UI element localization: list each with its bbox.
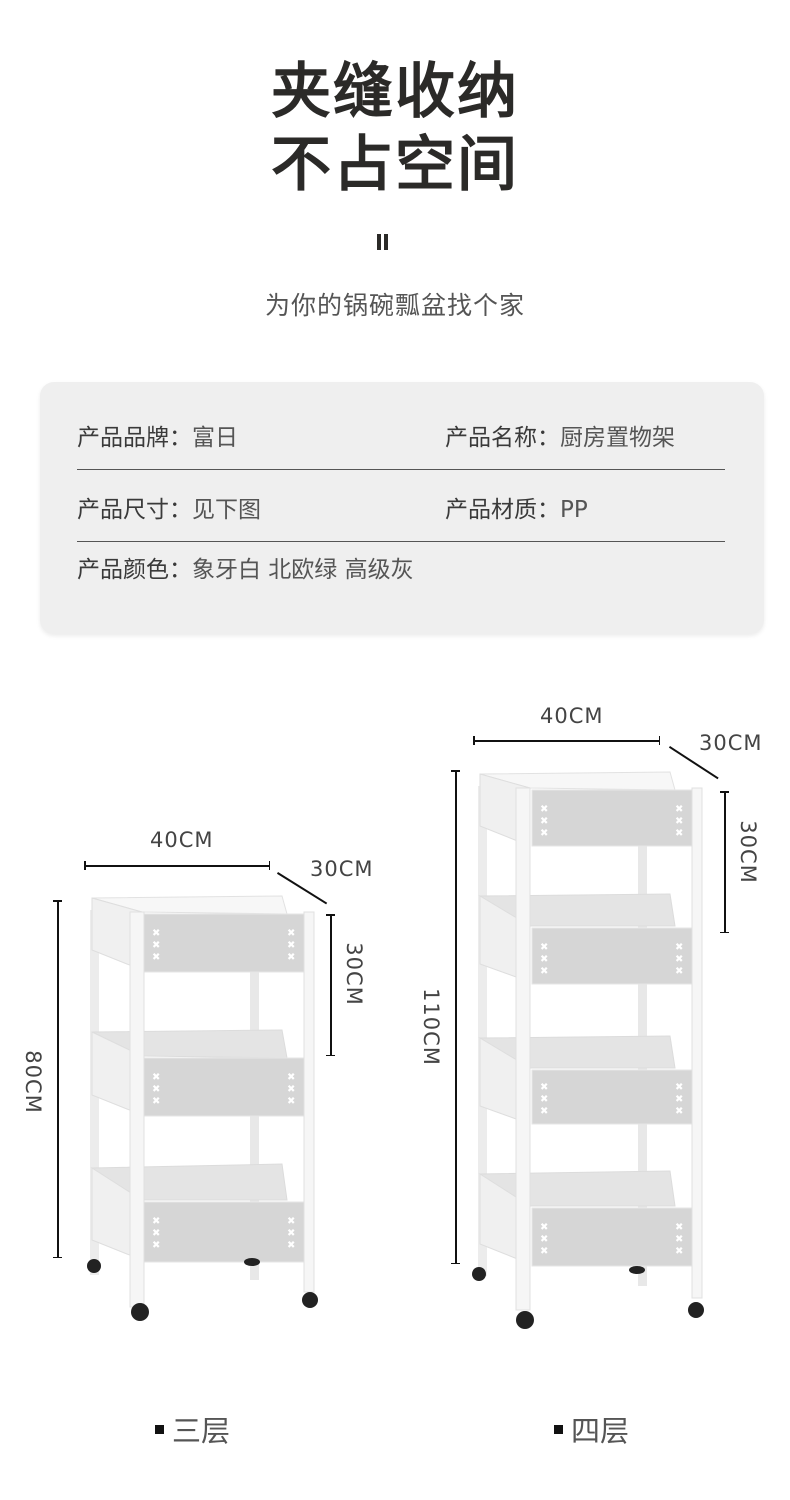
svg-text:✖: ✖ (675, 828, 683, 839)
headline-line-2: 不占空间 (271, 130, 519, 200)
svg-text:✖: ✖ (675, 966, 683, 977)
svg-text:✖: ✖ (152, 940, 160, 951)
spec-row: 产品颜色：象牙白 北欧绿 高级灰 (77, 550, 725, 620)
svg-text:✖: ✖ (287, 1216, 295, 1227)
svg-text:✖: ✖ (152, 1072, 160, 1083)
svg-text:✖: ✖ (152, 1228, 160, 1239)
svg-text:✖: ✖ (540, 1106, 548, 1117)
spec-label: 产品颜色： (77, 557, 192, 583)
spec-value: 厨房置物架 (560, 425, 675, 451)
spec-color: 产品颜色：象牙白 北欧绿 高级灰 (77, 550, 414, 584)
svg-text:✖: ✖ (287, 952, 295, 963)
spec-row: 产品尺寸：见下图 产品材质：PP (77, 472, 725, 542)
svg-text:✖: ✖ (540, 954, 548, 965)
svg-text:✖: ✖ (675, 1094, 683, 1105)
product-name: 三层 (172, 1414, 231, 1448)
svg-text:✖: ✖ (287, 1240, 295, 1251)
spec-card: 产品品牌：富日 产品名称：厨房置物架 产品尺寸：见下图 产品材质：PP 产品颜色… (40, 382, 764, 634)
total-height-dimension-line (452, 770, 459, 1264)
square-bullet-icon (155, 1424, 164, 1434)
svg-text:✖: ✖ (675, 1222, 683, 1233)
total-height-label-3tier: 80CM (20, 1050, 45, 1114)
svg-text:✖: ✖ (152, 1084, 160, 1095)
svg-text:✖: ✖ (540, 966, 548, 977)
spec-value: PP (560, 497, 588, 523)
svg-text:✖: ✖ (152, 928, 160, 939)
spec-label: 产品尺寸： (77, 497, 192, 523)
svg-text:✖: ✖ (675, 942, 683, 953)
spec-value: 见下图 (192, 497, 261, 523)
headline-line-1: 夹缝收纳 (271, 57, 519, 127)
product-label-3tier: 三层 (155, 1408, 230, 1450)
svg-text:✖: ✖ (675, 954, 683, 965)
svg-text:✖: ✖ (287, 940, 295, 951)
svg-text:✖: ✖ (287, 1228, 295, 1239)
svg-text:✖: ✖ (287, 1072, 295, 1083)
four-tier-rack-image: ✖✖✖ ✖✖✖ ✖✖✖ ✖✖✖ ✖✖✖ ✖✖✖ ✖✖✖ ✖✖✖ (472, 771, 704, 1329)
svg-text:✖: ✖ (540, 804, 548, 815)
tier-height-dimension-line (721, 791, 728, 933)
svg-text:✖: ✖ (152, 952, 160, 963)
spec-label: 产品品牌： (77, 425, 192, 451)
product-label-4tier: 四层 (554, 1408, 629, 1450)
square-bullet-icon (554, 1424, 563, 1434)
svg-text:✖: ✖ (287, 1084, 295, 1095)
svg-text:✖: ✖ (675, 1246, 683, 1257)
svg-text:✖: ✖ (152, 1240, 160, 1251)
svg-text:✖: ✖ (287, 1096, 295, 1107)
total-height-label-4tier: 110CM (418, 988, 443, 1066)
width-label-3tier: 40CM (150, 828, 214, 852)
svg-text:✖: ✖ (540, 1082, 548, 1093)
svg-text:✖: ✖ (540, 1234, 548, 1245)
spec-material: 产品材质：PP (445, 490, 588, 524)
spec-value: 象牙白 北欧绿 高级灰 (192, 557, 414, 583)
tier-height-label-3tier: 30CM (341, 942, 366, 1006)
width-label-4tier: 40CM (540, 704, 604, 728)
svg-text:✖: ✖ (540, 828, 548, 839)
svg-text:✖: ✖ (675, 1082, 683, 1093)
three-tier-rack-image: ✖✖✖ ✖✖✖ ✖✖✖ ✖✖✖ ✖✖✖ ✖✖✖ (87, 895, 318, 1321)
spec-label: 产品名称： (445, 425, 560, 451)
depth-label-3tier: 30CM (310, 857, 374, 881)
spec-value: 富日 (192, 425, 238, 451)
svg-text:✖: ✖ (540, 1246, 548, 1257)
divider (77, 469, 725, 470)
spec-name: 产品名称：厨房置物架 (445, 418, 675, 452)
svg-text:✖: ✖ (675, 804, 683, 815)
svg-text:✖: ✖ (152, 1216, 160, 1227)
spec-label: 产品材质： (445, 497, 560, 523)
product-name: 四层 (571, 1414, 630, 1448)
spec-brand: 产品品牌：富日 (77, 418, 238, 452)
svg-text:✖: ✖ (675, 816, 683, 827)
svg-text:✖: ✖ (675, 1234, 683, 1245)
width-dimension-line (473, 737, 660, 744)
spec-row: 产品品牌：富日 产品名称：厨房置物架 (77, 400, 725, 470)
svg-text:✖: ✖ (540, 1222, 548, 1233)
svg-text:✖: ✖ (675, 1106, 683, 1117)
svg-text:✖: ✖ (540, 942, 548, 953)
subtitle: 为你的锅碗瓢盆找个家 (264, 291, 525, 320)
divider (77, 541, 725, 542)
depth-label-4tier: 30CM (699, 731, 763, 755)
tier-height-label-4tier: 30CM (735, 820, 760, 884)
svg-text:✖: ✖ (540, 816, 548, 827)
tier-height-dimension-line (327, 914, 334, 1056)
width-dimension-line (84, 862, 270, 869)
svg-text:✖: ✖ (152, 1096, 160, 1107)
total-height-dimension-line (54, 900, 61, 1258)
spec-size: 产品尺寸：见下图 (77, 490, 261, 524)
double-bar-icon (376, 234, 390, 252)
svg-text:✖: ✖ (540, 1094, 548, 1105)
svg-text:✖: ✖ (287, 928, 295, 939)
